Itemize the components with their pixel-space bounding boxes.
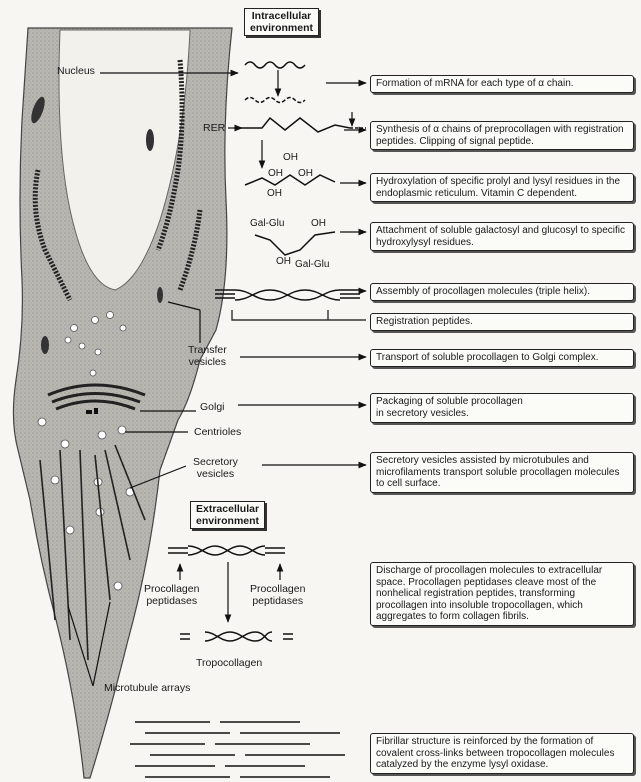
step-secretory-box: Secretory vesicles assisted by microtubu… xyxy=(370,452,634,493)
label-golgi: Golgi xyxy=(200,401,225,413)
triple-helix xyxy=(215,290,360,300)
chem-oh-5: OH xyxy=(311,218,326,229)
chem-oh-2: OH xyxy=(268,168,283,179)
label-centrioles: Centrioles xyxy=(194,426,241,438)
chem-oh-6: OH xyxy=(276,256,291,267)
step-assembly-box: Assembly of procollagen molecules (tripl… xyxy=(370,283,634,301)
label-procollagen-peptidases-left: Procollagen peptidases xyxy=(144,583,199,607)
label-tropocollagen: Tropocollagen xyxy=(196,657,262,669)
label-rer: RER xyxy=(203,122,225,134)
label-procollagen-peptidases-right: Procollagen peptidases xyxy=(250,583,305,607)
chem-oh-1: OH xyxy=(283,152,298,163)
label-nucleus: Nucleus xyxy=(57,65,95,77)
step-registration-box: Registration peptides. xyxy=(370,313,634,331)
chem-oh-4: OH xyxy=(267,188,282,199)
glycosylated-chain xyxy=(255,232,335,255)
registration-connector xyxy=(232,310,366,320)
step-synthesis-box: Synthesis of α chains of preprocollagen … xyxy=(370,121,634,150)
step-hydroxylation-box: Hydroxylation of specific prolyl and lys… xyxy=(370,173,634,202)
step-transport-box: Transport of soluble procollagen to Golg… xyxy=(370,349,634,367)
hydroxylated-chain xyxy=(245,175,335,185)
step-attachment-box: Attachment of soluble galactosyl and glu… xyxy=(370,222,634,251)
chem-gal-glu-2: Gal-Glu xyxy=(295,259,329,270)
label-secretory-vesicles: Secretory vesicles xyxy=(193,456,238,480)
label-microtubule-arrays: Microtubule arrays xyxy=(104,682,190,694)
step-packaging-box: Packaging of soluble procollagen in secr… xyxy=(370,393,634,423)
step-mrna-box: Formation of mRNA for each type of α cha… xyxy=(370,75,634,93)
mrna-wave xyxy=(245,62,305,103)
fibril-crosslinks xyxy=(130,722,345,777)
step-discharge-box: Discharge of procollagen molecules to ex… xyxy=(370,562,634,626)
extracellular-header: Extracellular environment xyxy=(190,501,265,529)
step-fibrillar-box: Fibrillar structure is reinforced by the… xyxy=(370,733,634,774)
procollagen-helix xyxy=(168,546,285,555)
chem-gal-glu-1: Gal-Glu xyxy=(250,218,284,229)
label-transfer-vesicles: Transfer vesicles xyxy=(188,344,227,368)
intracellular-header: Intracellular environment xyxy=(244,8,319,36)
tropocollagen-helix xyxy=(180,632,293,641)
chem-oh-3: OH xyxy=(298,168,313,179)
